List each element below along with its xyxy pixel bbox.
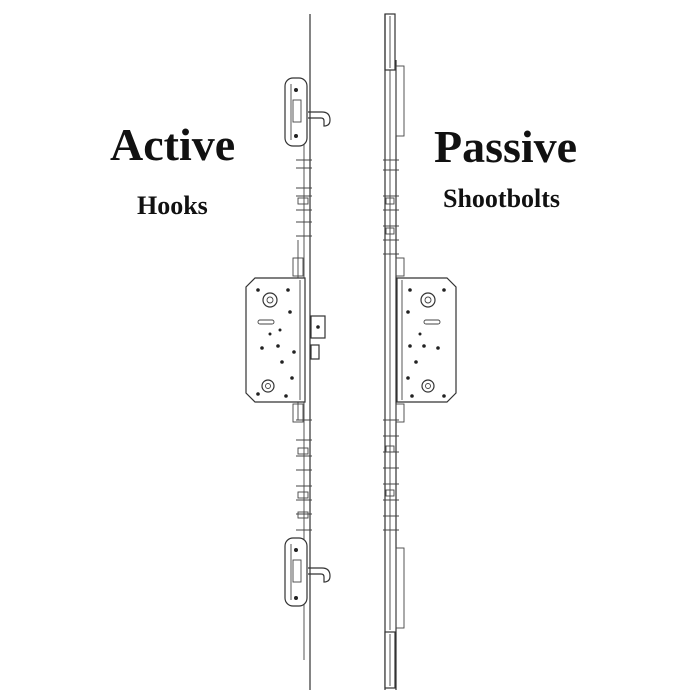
active-lower-hook: [284, 537, 331, 607]
active-lock-drawing: [245, 14, 331, 690]
passive-gearbox: [396, 277, 457, 403]
passive-subtitle: Shootbolts: [443, 184, 561, 213]
passive-lock-drawing: [383, 13, 457, 690]
active-upper-hook: [284, 77, 331, 147]
active-gearbox: [245, 277, 306, 403]
active-title: Active: [110, 119, 236, 170]
passive-title: Passive: [434, 121, 578, 172]
active-subtitle: Hooks: [137, 191, 208, 220]
